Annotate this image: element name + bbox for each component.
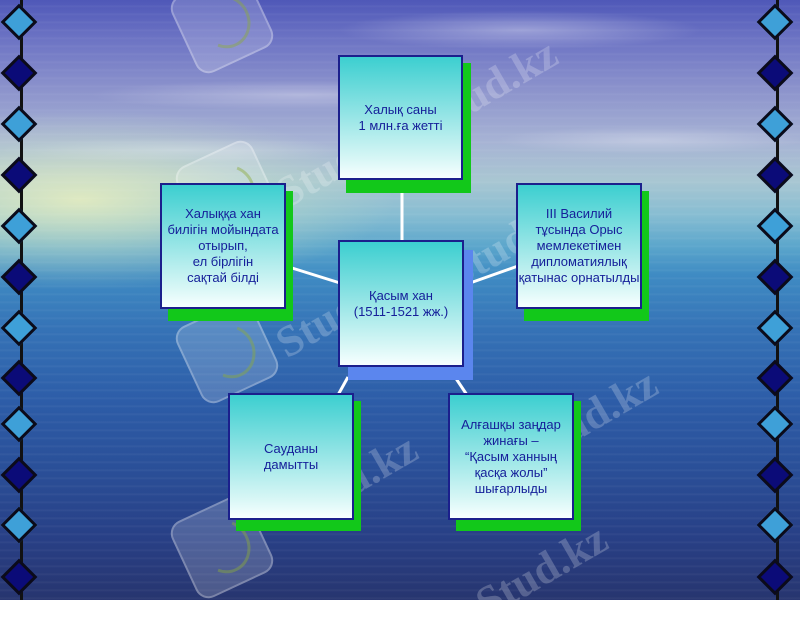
connector-bottom-left <box>336 376 350 396</box>
node-box: ІІІ Василий тұсында Орыс мемлекетімен ди… <box>516 183 642 309</box>
node-box: Қасым хан (1511-1521 жж.) <box>338 240 464 367</box>
node-bottom-left: Сауданы дамытты <box>228 393 361 531</box>
node-center: Қасым хан (1511-1521 жж.) <box>338 240 473 380</box>
node-box: Халық саны 1 млн.ға жетті <box>338 55 463 180</box>
border-rail <box>776 0 779 600</box>
left-diamond-border <box>0 0 44 600</box>
connector-left <box>291 266 341 285</box>
node-right: ІІІ Василий тұсында Орыс мемлекетімен ди… <box>516 183 649 321</box>
node-bottom-right: Алғашқы заңдар жинағы – “Қасым ханның қа… <box>448 393 581 531</box>
border-rail <box>20 0 23 600</box>
node-left: Халыққа хан билігін мойындата отырып, ел… <box>160 183 293 321</box>
connector-lines <box>0 0 800 600</box>
node-top: Халық саны 1 млн.ға жетті <box>338 55 471 193</box>
right-diamond-border <box>756 0 800 600</box>
connector-bottom-right <box>453 376 469 396</box>
node-box: Сауданы дамытты <box>228 393 354 520</box>
node-box: Алғашқы заңдар жинағы – “Қасым ханның қа… <box>448 393 574 520</box>
node-box: Халыққа хан билігін мойындата отырып, ел… <box>160 183 286 309</box>
connector-right <box>469 264 519 285</box>
